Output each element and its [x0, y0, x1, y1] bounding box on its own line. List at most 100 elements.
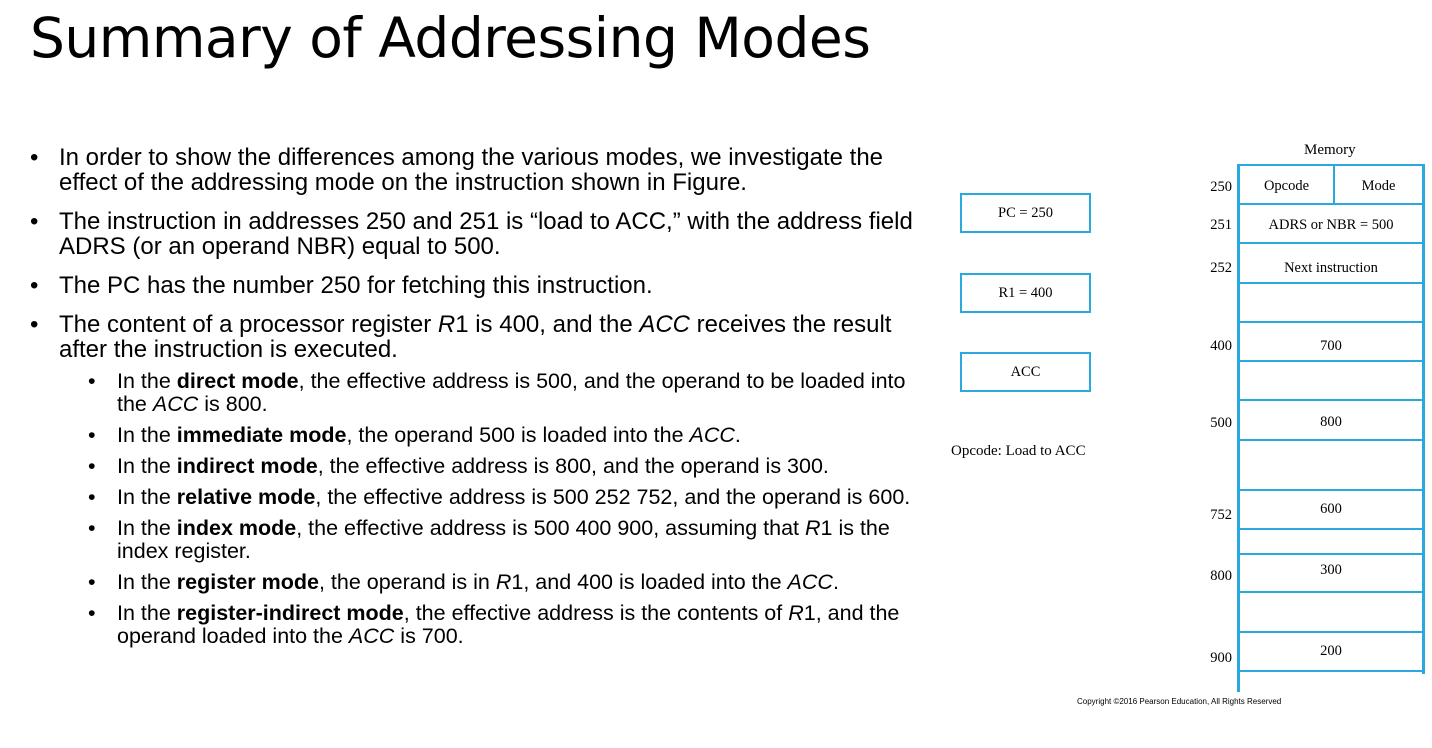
memory-divider: [1237, 360, 1425, 362]
memory-divider: [1333, 164, 1335, 203]
text-run: R: [437, 311, 456, 338]
text-run: is 700.: [394, 624, 464, 648]
sub-bullet-item: • In the index mode, the effective addre…: [30, 517, 940, 563]
mode-name: register mode: [176, 570, 319, 594]
address-label: 251: [1210, 217, 1232, 233]
mode-name: immediate mode: [176, 423, 347, 447]
text-run: R: [788, 601, 804, 625]
memory-divider: [1237, 631, 1425, 633]
memory-border: [1422, 164, 1425, 674]
mode-name: direct mode: [176, 369, 299, 393]
text-run: .: [832, 570, 839, 594]
sub-bullet-item: • In the register mode, the operand is i…: [30, 571, 940, 594]
memory-divider: [1237, 439, 1425, 441]
memory-divider: [1237, 489, 1425, 491]
text-run: In the: [117, 454, 177, 478]
text-run: , the effective address is 500 252 752, …: [315, 485, 911, 509]
memory-divider: [1237, 528, 1425, 530]
bullet-icon: •: [30, 144, 39, 171]
text-run: 1 is the index register.: [117, 516, 890, 563]
opcode-note: Opcode: Load to ACC: [951, 443, 1086, 459]
sub-bullet-item: • In the indirect mode, the effective ad…: [30, 455, 940, 478]
pc-register: PC = 250: [960, 193, 1091, 233]
memory-divider: [1237, 553, 1425, 555]
address-label: 752: [1210, 507, 1232, 523]
memory-divider: [1237, 321, 1425, 323]
address-label: 252: [1210, 260, 1232, 276]
bullet-icon: •: [88, 601, 96, 625]
bullet-item: • The content of a processor register R1…: [30, 312, 940, 362]
bullet-icon: •: [88, 454, 96, 478]
bullet-item: • In order to show the differences among…: [30, 145, 940, 195]
bullet-item: • The PC has the number 250 for fetching…: [30, 273, 940, 298]
memory-diagram: PC = 250 R1 = 400 ACC Opcode: Load to AC…: [940, 130, 1432, 748]
bullet-text: The content of a processor register R1 i…: [59, 311, 891, 363]
memory-divider: [1237, 282, 1425, 284]
mode-name: register-indirect mode: [176, 601, 404, 625]
memory-cell-next: Next instruction: [1284, 260, 1378, 276]
text-run: is 800.: [198, 392, 268, 416]
text-run: In the: [117, 369, 177, 393]
memory-column: Opcode Mode ADRS or NBR = 500 Next instr…: [1237, 164, 1425, 692]
address-label: 400: [1210, 338, 1232, 354]
text-run: In the: [117, 485, 177, 509]
text-run: R: [805, 516, 821, 540]
bullet-icon: •: [88, 369, 96, 393]
memory-cell-500: 800: [1320, 414, 1342, 430]
bullet-icon: •: [88, 516, 96, 540]
r1-register: R1 = 400: [960, 273, 1091, 313]
memory-divider: [1237, 203, 1425, 205]
bullet-item: • The instruction in addresses 250 and 2…: [30, 209, 940, 259]
mode-name: index mode: [176, 516, 297, 540]
text-run: In the: [117, 516, 177, 540]
memory-title: Memory: [1304, 142, 1356, 158]
text-run: , the operand 500 is loaded into the: [346, 423, 690, 447]
sub-bullet-item: • In the relative mode, the effective ad…: [30, 486, 940, 509]
bullet-icon: •: [88, 570, 96, 594]
address-label: 500: [1210, 415, 1232, 431]
text-run: ACC: [787, 570, 833, 594]
text-run: In the: [117, 570, 177, 594]
memory-cell-900: 200: [1320, 643, 1342, 659]
text-run: 1, and 400 is loaded into the: [511, 570, 788, 594]
memory-cell-mode: Mode: [1361, 178, 1396, 194]
bullet-icon: •: [30, 311, 39, 338]
address-label: 800: [1210, 568, 1232, 584]
text-run: 1 is 400, and the: [455, 311, 640, 338]
text-run: In the: [117, 423, 177, 447]
text-run: , the effective address is 500 400 900, …: [296, 516, 805, 540]
bullet-text: The instruction in addresses 250 and 251…: [59, 208, 913, 260]
bullet-text: The PC has the number 250 for fetching t…: [59, 272, 653, 299]
text-run: ACC: [639, 311, 691, 338]
memory-cell-opcode: Opcode: [1263, 178, 1310, 194]
memory-divider: [1237, 164, 1425, 166]
slide-title: Summary of Addressing Modes: [30, 6, 871, 70]
memory-cell-800: 300: [1320, 562, 1342, 578]
text-run: The content of a processor register: [59, 311, 438, 338]
bullet-icon: •: [30, 208, 39, 235]
bullet-icon: •: [30, 272, 39, 299]
mode-name: indirect mode: [176, 454, 318, 478]
text-run: .: [734, 423, 741, 447]
copyright-notice: Copyright ©2016 Pearson Education, All R…: [1077, 697, 1282, 706]
text-run: ACC: [348, 624, 395, 648]
memory-border: [1237, 164, 1240, 692]
sub-bullet-item: • In the immediate mode, the operand 500…: [30, 424, 940, 447]
mode-name: relative mode: [176, 485, 316, 509]
bullet-text: In order to show the differences among t…: [59, 144, 884, 196]
address-label: 250: [1210, 179, 1232, 195]
memory-divider: [1237, 399, 1425, 401]
text-run: 1, and the operand loaded into the: [117, 601, 900, 648]
address-label: 900: [1210, 650, 1232, 666]
text-run: , the effective address is 500, and the …: [117, 369, 906, 416]
acc-register: ACC: [960, 352, 1091, 392]
memory-divider: [1237, 670, 1425, 672]
bullet-icon: •: [88, 423, 96, 447]
text-run: In the: [117, 601, 177, 625]
text-run: , the effective address is the contents …: [403, 601, 789, 625]
text-run: , the effective address is 800, and the …: [317, 454, 829, 478]
memory-divider: [1237, 242, 1425, 244]
text-run: ACC: [152, 392, 199, 416]
sub-bullet-item: • In the register-indirect mode, the eff…: [30, 602, 940, 648]
sub-bullet-item: • In the direct mode, the effective addr…: [30, 370, 940, 416]
